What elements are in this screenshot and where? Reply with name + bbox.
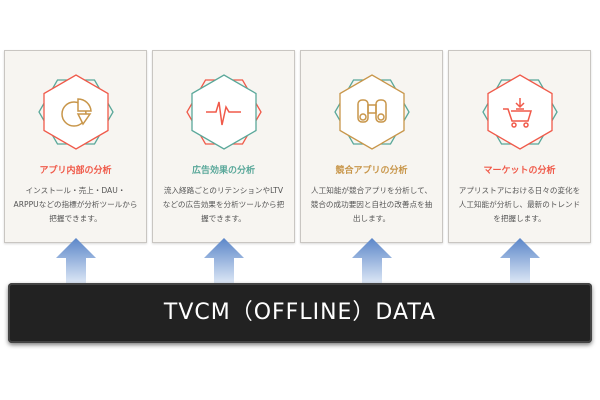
- feature-card: マーケットの分析 アプリストアにおける日々の変化を人工知能が分析し、最新のトレン…: [448, 50, 591, 243]
- pie-chart-icon: [38, 74, 114, 150]
- feature-card: 競合アプリの分析 人工知能が競合アプリを分析して、競合の成功要因と自社の改善点を…: [300, 50, 443, 243]
- feature-card: アプリ内部の分析 インストール・売上・DAU・ARPPUなどの指標が分析ツールか…: [4, 50, 147, 243]
- up-arrow-icon: [352, 238, 392, 284]
- shopping-cart-icon: [482, 74, 558, 150]
- card-description: 流入経路ごとのリテンションやLTVなどの広告効果を分析ツールから把握できます。: [162, 186, 285, 223]
- card-description: アプリストアにおける日々の変化を人工知能が分析し、最新のトレンドを把握します。: [458, 186, 581, 223]
- card-title: マーケットの分析: [483, 166, 556, 176]
- card-description: 人工知能が競合アプリを分析して、競合の成功要因と自社の改善点を抽出します。: [310, 186, 433, 223]
- up-arrow-icon: [500, 238, 540, 284]
- card-title: 広告効果の分析: [191, 166, 255, 176]
- card-description: インストール・売上・DAU・ARPPUなどの指標が分析ツールから把握できます。: [13, 186, 138, 223]
- data-source-bar: TVCM（OFFLINE）DATA: [8, 283, 592, 343]
- feature-card: 広告効果の分析 流入経路ごとのリテンションやLTVなどの広告効果を分析ツールから…: [152, 50, 295, 243]
- binoculars-icon: [334, 74, 410, 150]
- card-title: 競合アプリの分析: [335, 166, 408, 176]
- up-arrow-icon: [204, 238, 244, 284]
- heartbeat-icon: [186, 74, 262, 150]
- card-title: アプリ内部の分析: [39, 166, 112, 176]
- up-arrow-icon: [56, 238, 96, 284]
